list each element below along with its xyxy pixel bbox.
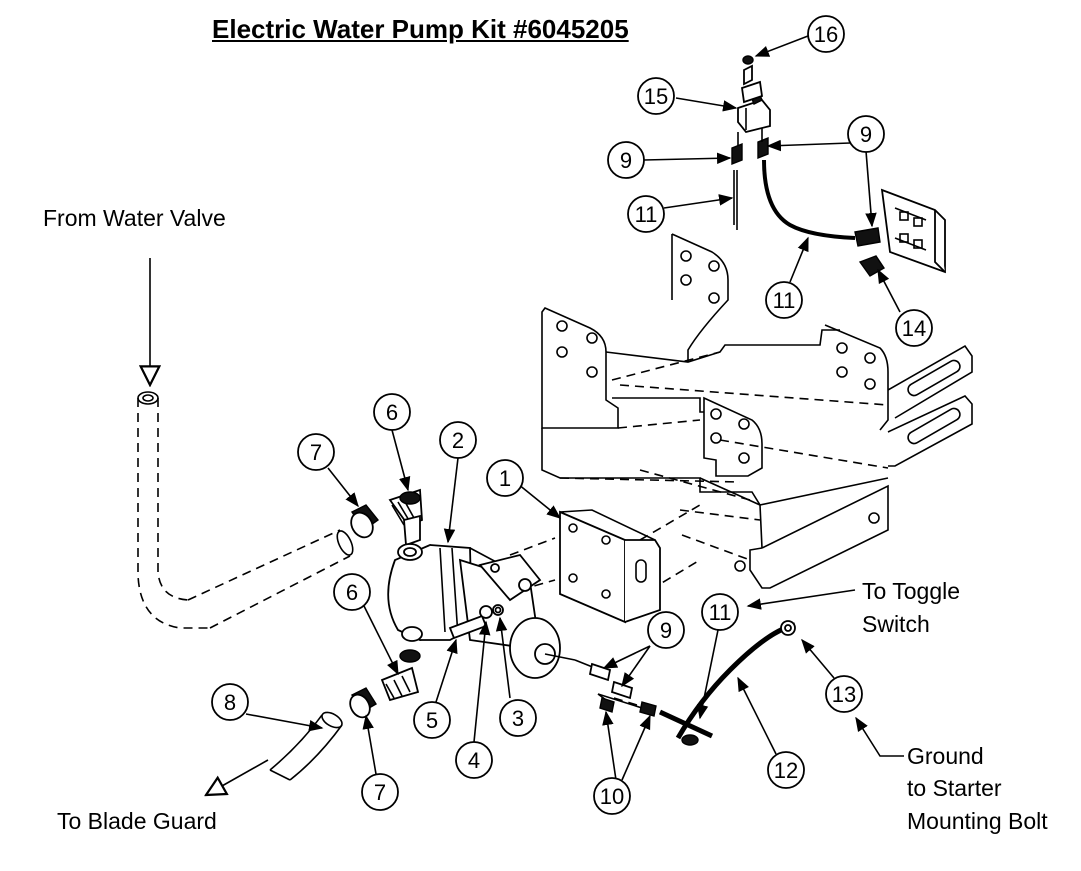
- ground-label-line2: to Starter: [907, 775, 1002, 801]
- callout-number: 16: [814, 22, 838, 47]
- callout-number: 8: [224, 690, 236, 715]
- callout-12: 12: [767, 751, 805, 789]
- callout-number: 7: [310, 440, 322, 465]
- callout-number: 7: [374, 780, 386, 805]
- outlet-hose: [206, 711, 343, 795]
- callout-number: 9: [660, 618, 672, 643]
- pump-bracket: [559, 509, 661, 624]
- callout-number: 1: [499, 466, 511, 491]
- callout-number: 11: [773, 288, 796, 313]
- from-water-valve-label: From Water Valve: [43, 205, 226, 231]
- callout-10: 10: [593, 777, 631, 815]
- callout-7-bottom: 7: [361, 773, 399, 811]
- callout-number: 4: [468, 748, 480, 773]
- callout-3: 3: [499, 699, 537, 737]
- callout-number: 10: [600, 784, 624, 809]
- callout-16: 16: [807, 15, 845, 53]
- callout-11-lower: 11: [701, 593, 739, 631]
- fuse-block: [858, 188, 946, 277]
- callout-number: 14: [902, 316, 926, 341]
- callout-number: 9: [860, 122, 872, 147]
- ground-label-line3: Mounting Bolt: [907, 808, 1048, 834]
- callout-number: 3: [512, 706, 524, 731]
- callout-6-bottom: 6: [333, 573, 371, 611]
- callout-14: 14: [895, 309, 933, 347]
- diagram-title: Electric Water Pump Kit #6045205: [212, 14, 629, 44]
- callout-11-top: 11: [627, 195, 665, 233]
- callout-number: 6: [346, 580, 358, 605]
- callout-8: 8: [211, 683, 249, 721]
- callout-6-top: 6: [373, 393, 411, 431]
- callout-7-top: 7: [297, 433, 335, 471]
- callout-number: 6: [386, 400, 398, 425]
- callout-number: 2: [452, 428, 464, 453]
- to-blade-guard-label: To Blade Guard: [57, 808, 217, 834]
- callout-15: 15: [637, 77, 675, 115]
- callout-9-left: 9: [607, 141, 645, 179]
- callout-number: 12: [774, 758, 798, 783]
- callout-11-mid: 11: [765, 281, 803, 319]
- ground-label-line1: Ground: [907, 743, 984, 769]
- mounting-frame: [541, 233, 973, 589]
- callout-1: 1: [486, 459, 524, 497]
- callout-number: 13: [832, 682, 856, 707]
- fitting-elbow-bottom: [349, 649, 421, 719]
- to-toggle-switch-label-line2: Switch: [862, 611, 930, 637]
- callout-2: 2: [439, 421, 477, 459]
- callout-leaders: [245, 35, 904, 781]
- inlet-hose: [137, 258, 354, 629]
- callout-9-lower: 9: [647, 611, 685, 649]
- wiring-harness: [574, 620, 796, 746]
- callout-number: 11: [635, 202, 658, 227]
- callout-number: 15: [644, 84, 668, 109]
- callout-9-right: 9: [847, 115, 885, 153]
- lock-washer: [479, 605, 493, 619]
- callout-5: 5: [413, 701, 451, 739]
- toggle-switch-assembly: [731, 55, 881, 247]
- callout-4: 4: [455, 741, 493, 779]
- callout-13: 13: [825, 675, 863, 713]
- callout-number: 5: [426, 708, 438, 733]
- callout-number: 9: [620, 148, 632, 173]
- fitting-elbow-top: [350, 488, 423, 547]
- callout-number: 11: [709, 600, 732, 625]
- to-toggle-switch-label-line1: To Toggle: [862, 578, 961, 604]
